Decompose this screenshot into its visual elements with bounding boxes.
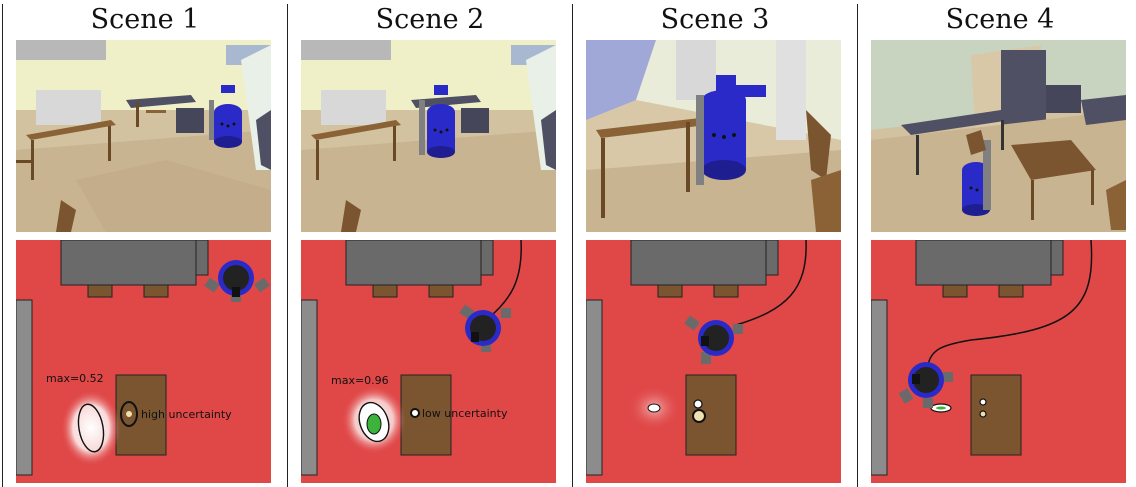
robot-icon bbox=[684, 315, 743, 364]
chair bbox=[143, 284, 169, 298]
scene-3-column: Scene 3 bbox=[573, 0, 857, 487]
object-marker bbox=[126, 411, 132, 417]
max-label: max=0.52 bbox=[46, 372, 104, 385]
wall-shelf bbox=[16, 299, 33, 476]
column-separator bbox=[2, 4, 3, 487]
belief-map: max=0.96 low uncertainty bbox=[301, 240, 556, 483]
max-label: max=0.96 bbox=[331, 374, 389, 387]
scene-render-image bbox=[871, 40, 1126, 232]
object-marker bbox=[979, 410, 987, 418]
scene-title: Scene 4 bbox=[945, 4, 1055, 35]
scene-title: Scene 3 bbox=[660, 4, 770, 35]
object-marker-contour bbox=[120, 401, 138, 427]
uncertainty-label: low uncertainty bbox=[422, 407, 508, 420]
column-separator bbox=[287, 4, 288, 487]
high-belief-region bbox=[366, 413, 382, 435]
scene-title: Scene 1 bbox=[90, 4, 200, 35]
belief-map bbox=[586, 240, 841, 483]
high-belief-contour bbox=[77, 403, 105, 453]
scene-4-column: Scene 4 bbox=[858, 0, 1136, 487]
column-separator bbox=[572, 4, 573, 487]
object-marker bbox=[692, 409, 706, 423]
belief-map: max=0.52 high uncertainty bbox=[16, 240, 271, 483]
column-separator bbox=[857, 4, 858, 487]
furniture-counter bbox=[60, 240, 197, 286]
table bbox=[115, 374, 167, 456]
robot-trajectory bbox=[927, 240, 1093, 366]
scene-render-image bbox=[301, 40, 556, 232]
scene-render-image bbox=[16, 40, 271, 232]
robot-icon bbox=[898, 362, 953, 408]
scene-2-column: Scene 2 bbox=[288, 0, 572, 487]
object-marker bbox=[693, 399, 703, 409]
chair bbox=[87, 284, 113, 298]
belief-contour bbox=[647, 403, 661, 413]
scene-1-column: Scene 1 bbox=[3, 0, 287, 487]
scene-render-image bbox=[586, 40, 841, 232]
uncertainty-label: high uncertainty bbox=[141, 408, 232, 421]
robot-icon bbox=[459, 304, 511, 352]
robot-icon bbox=[204, 260, 270, 302]
robot-trajectory bbox=[735, 240, 807, 326]
scene-title: Scene 2 bbox=[375, 4, 485, 35]
belief-map bbox=[871, 240, 1126, 483]
object-marker bbox=[410, 408, 420, 418]
object-marker bbox=[979, 398, 987, 406]
